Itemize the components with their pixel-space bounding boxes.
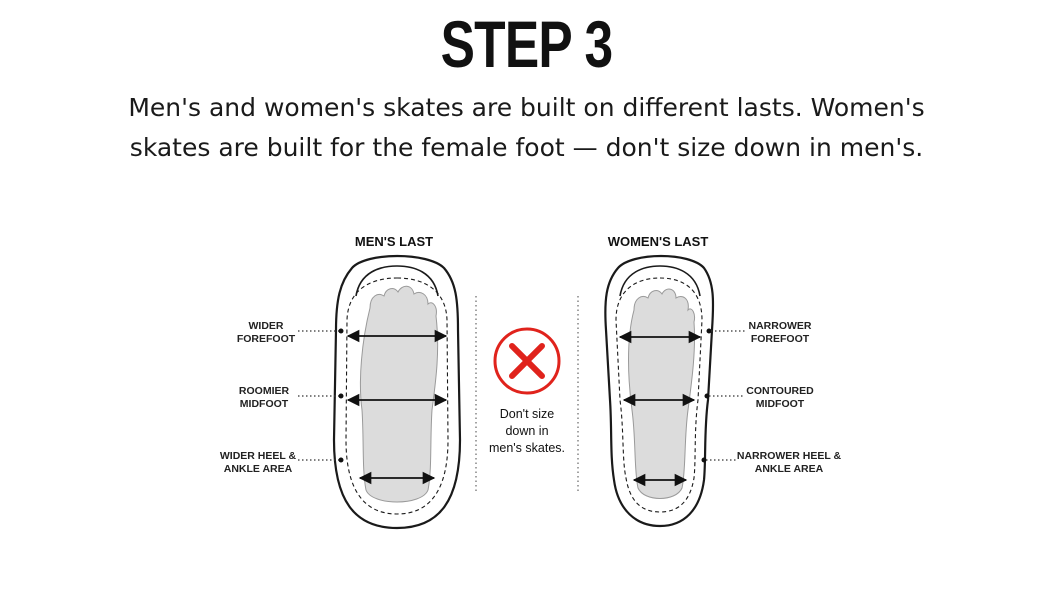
mens-toe-cap xyxy=(355,265,439,297)
mens-label-midfoot-1: ROOMIER xyxy=(239,385,290,397)
subtitle-line-2: skates are built for the female foot — d… xyxy=(129,133,924,162)
mens-label-heel-1: WIDER HEEL & xyxy=(220,450,297,462)
womens-label-forefoot-2: FOREFOOT xyxy=(751,333,810,345)
womens-label-forefoot-1: NARROWER xyxy=(749,320,812,332)
mens-label-midfoot-2: MIDFOOT xyxy=(240,398,289,410)
close-icon xyxy=(493,327,561,395)
mens-last: MEN'S LAST WIDER FOREFOOT ROOMIER MIDFOO… xyxy=(220,234,462,530)
womens-label-midfoot-1: CONTOURED xyxy=(746,385,814,397)
mens-heading: MEN'S LAST xyxy=(355,234,433,249)
womens-last: WOMEN'S LAST NARROWER FOREFOOT CONTOURED… xyxy=(604,234,842,528)
womens-heading: WOMEN'S LAST xyxy=(608,234,709,249)
step-title: STEP 3 xyxy=(440,7,614,81)
subtitle: Men's and women's skates are built on di… xyxy=(60,88,993,168)
center-note-1: Don't size xyxy=(500,407,555,421)
womens-label-midfoot-2: MIDFOOT xyxy=(756,398,805,410)
womens-label-heel-1: NARROWER HEEL & xyxy=(737,450,842,462)
mens-label-heel-2: ANKLE AREA xyxy=(224,463,293,475)
center-note-2: down in xyxy=(505,424,548,438)
center-note-3: men's skates. xyxy=(489,441,565,455)
womens-foot xyxy=(628,288,696,499)
womens-toe-cap xyxy=(619,265,701,297)
subtitle-line-1: Men's and women's skates are built on di… xyxy=(128,93,925,122)
mens-label-forefoot-2: FOREFOOT xyxy=(237,333,296,345)
mens-insole-outline xyxy=(345,277,449,515)
womens-label-heel-2: ANKLE AREA xyxy=(755,463,824,475)
mens-foot xyxy=(359,285,439,503)
womens-insole-outline xyxy=(615,277,703,513)
mens-label-forefoot-1: WIDER xyxy=(249,320,284,332)
